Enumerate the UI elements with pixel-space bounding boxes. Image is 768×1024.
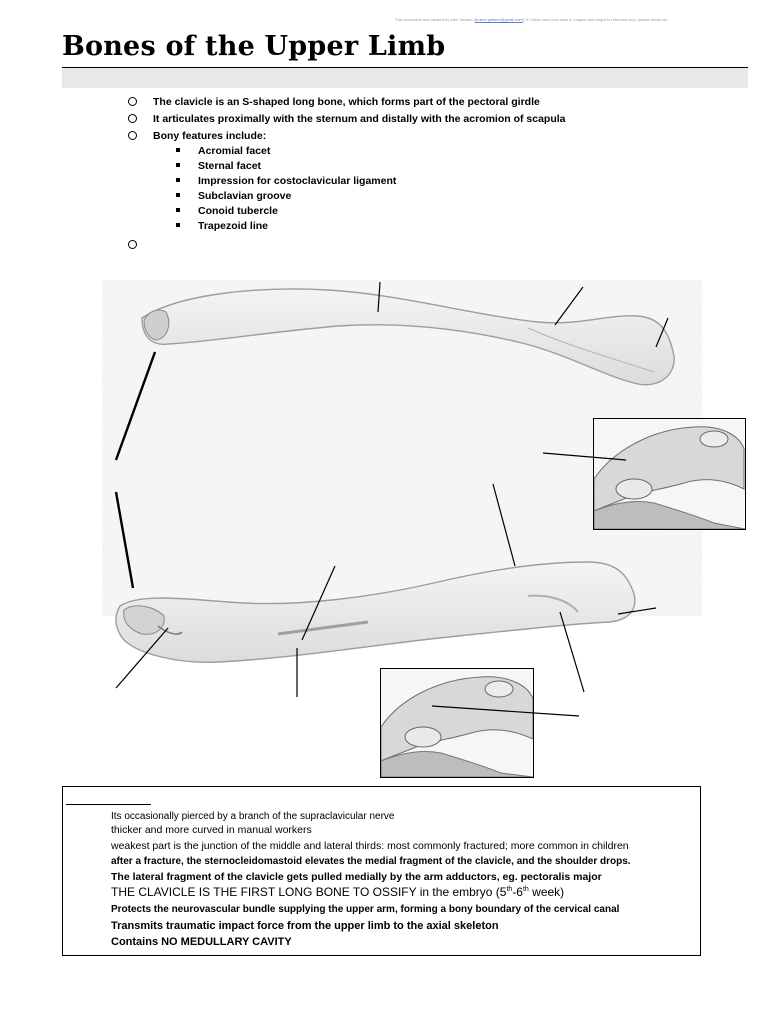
inset-scapula-view-2 xyxy=(380,668,534,778)
hollow-bullet-icon xyxy=(128,114,137,123)
note-line: Contains NO MEDULLARY CAVITY xyxy=(111,936,292,948)
notes-heading-rule xyxy=(66,804,151,805)
hollow-bullet-icon xyxy=(128,97,137,106)
square-bullet-icon xyxy=(176,223,180,227)
sternal-end-shading xyxy=(143,309,170,341)
square-bullet-icon xyxy=(176,163,180,167)
note-line: Its occasionally pierced by a branch of … xyxy=(111,811,395,822)
sketch-stroke xyxy=(527,327,655,373)
square-bullet-icon xyxy=(176,208,180,212)
hollow-bullet-icon xyxy=(128,131,137,140)
credit-suffix: ); if I have used your data or images an… xyxy=(522,17,669,22)
note-line: The lateral fragment of the clavicle get… xyxy=(111,871,602,883)
trapezoid-line xyxy=(527,594,579,613)
inset-drawing-2 xyxy=(380,669,534,778)
inset-drawing-1 xyxy=(593,419,746,530)
title-shaded-band xyxy=(62,68,748,88)
square-bullet-icon xyxy=(176,178,180,182)
inset-scapula-view-1 xyxy=(593,418,746,530)
clinical-notes-box: Its occasionally pierced by a branch of … xyxy=(62,786,701,956)
credit-prefix: This document was created by Alex Yartse… xyxy=(395,17,475,22)
clavicle-illustration xyxy=(102,280,702,663)
note-line: Protects the neurovascular bundle supply… xyxy=(111,904,620,915)
page-title: Bones of the Upper Limb xyxy=(62,31,446,62)
note-line: thicker and more curved in manual worker… xyxy=(111,824,312,836)
note-line: after a fracture, the sternocleidomastoi… xyxy=(111,856,631,867)
empty-bullet-icon xyxy=(128,240,137,249)
square-bullet-icon xyxy=(176,148,180,152)
square-bullet-icon xyxy=(176,193,180,197)
note-line: weakest part is the junction of the midd… xyxy=(111,840,629,852)
note-line: Transmits traumatic impact force from th… xyxy=(111,920,499,932)
title-underline xyxy=(62,67,748,68)
note-ossification: THE CLAVICLE IS THE FIRST LONG BONE TO O… xyxy=(111,885,565,899)
author-credit: This document was created by Alex Yartse… xyxy=(395,17,755,22)
credit-email-link[interactable]: dr.alex.yartsev@gmail.com xyxy=(474,17,523,22)
